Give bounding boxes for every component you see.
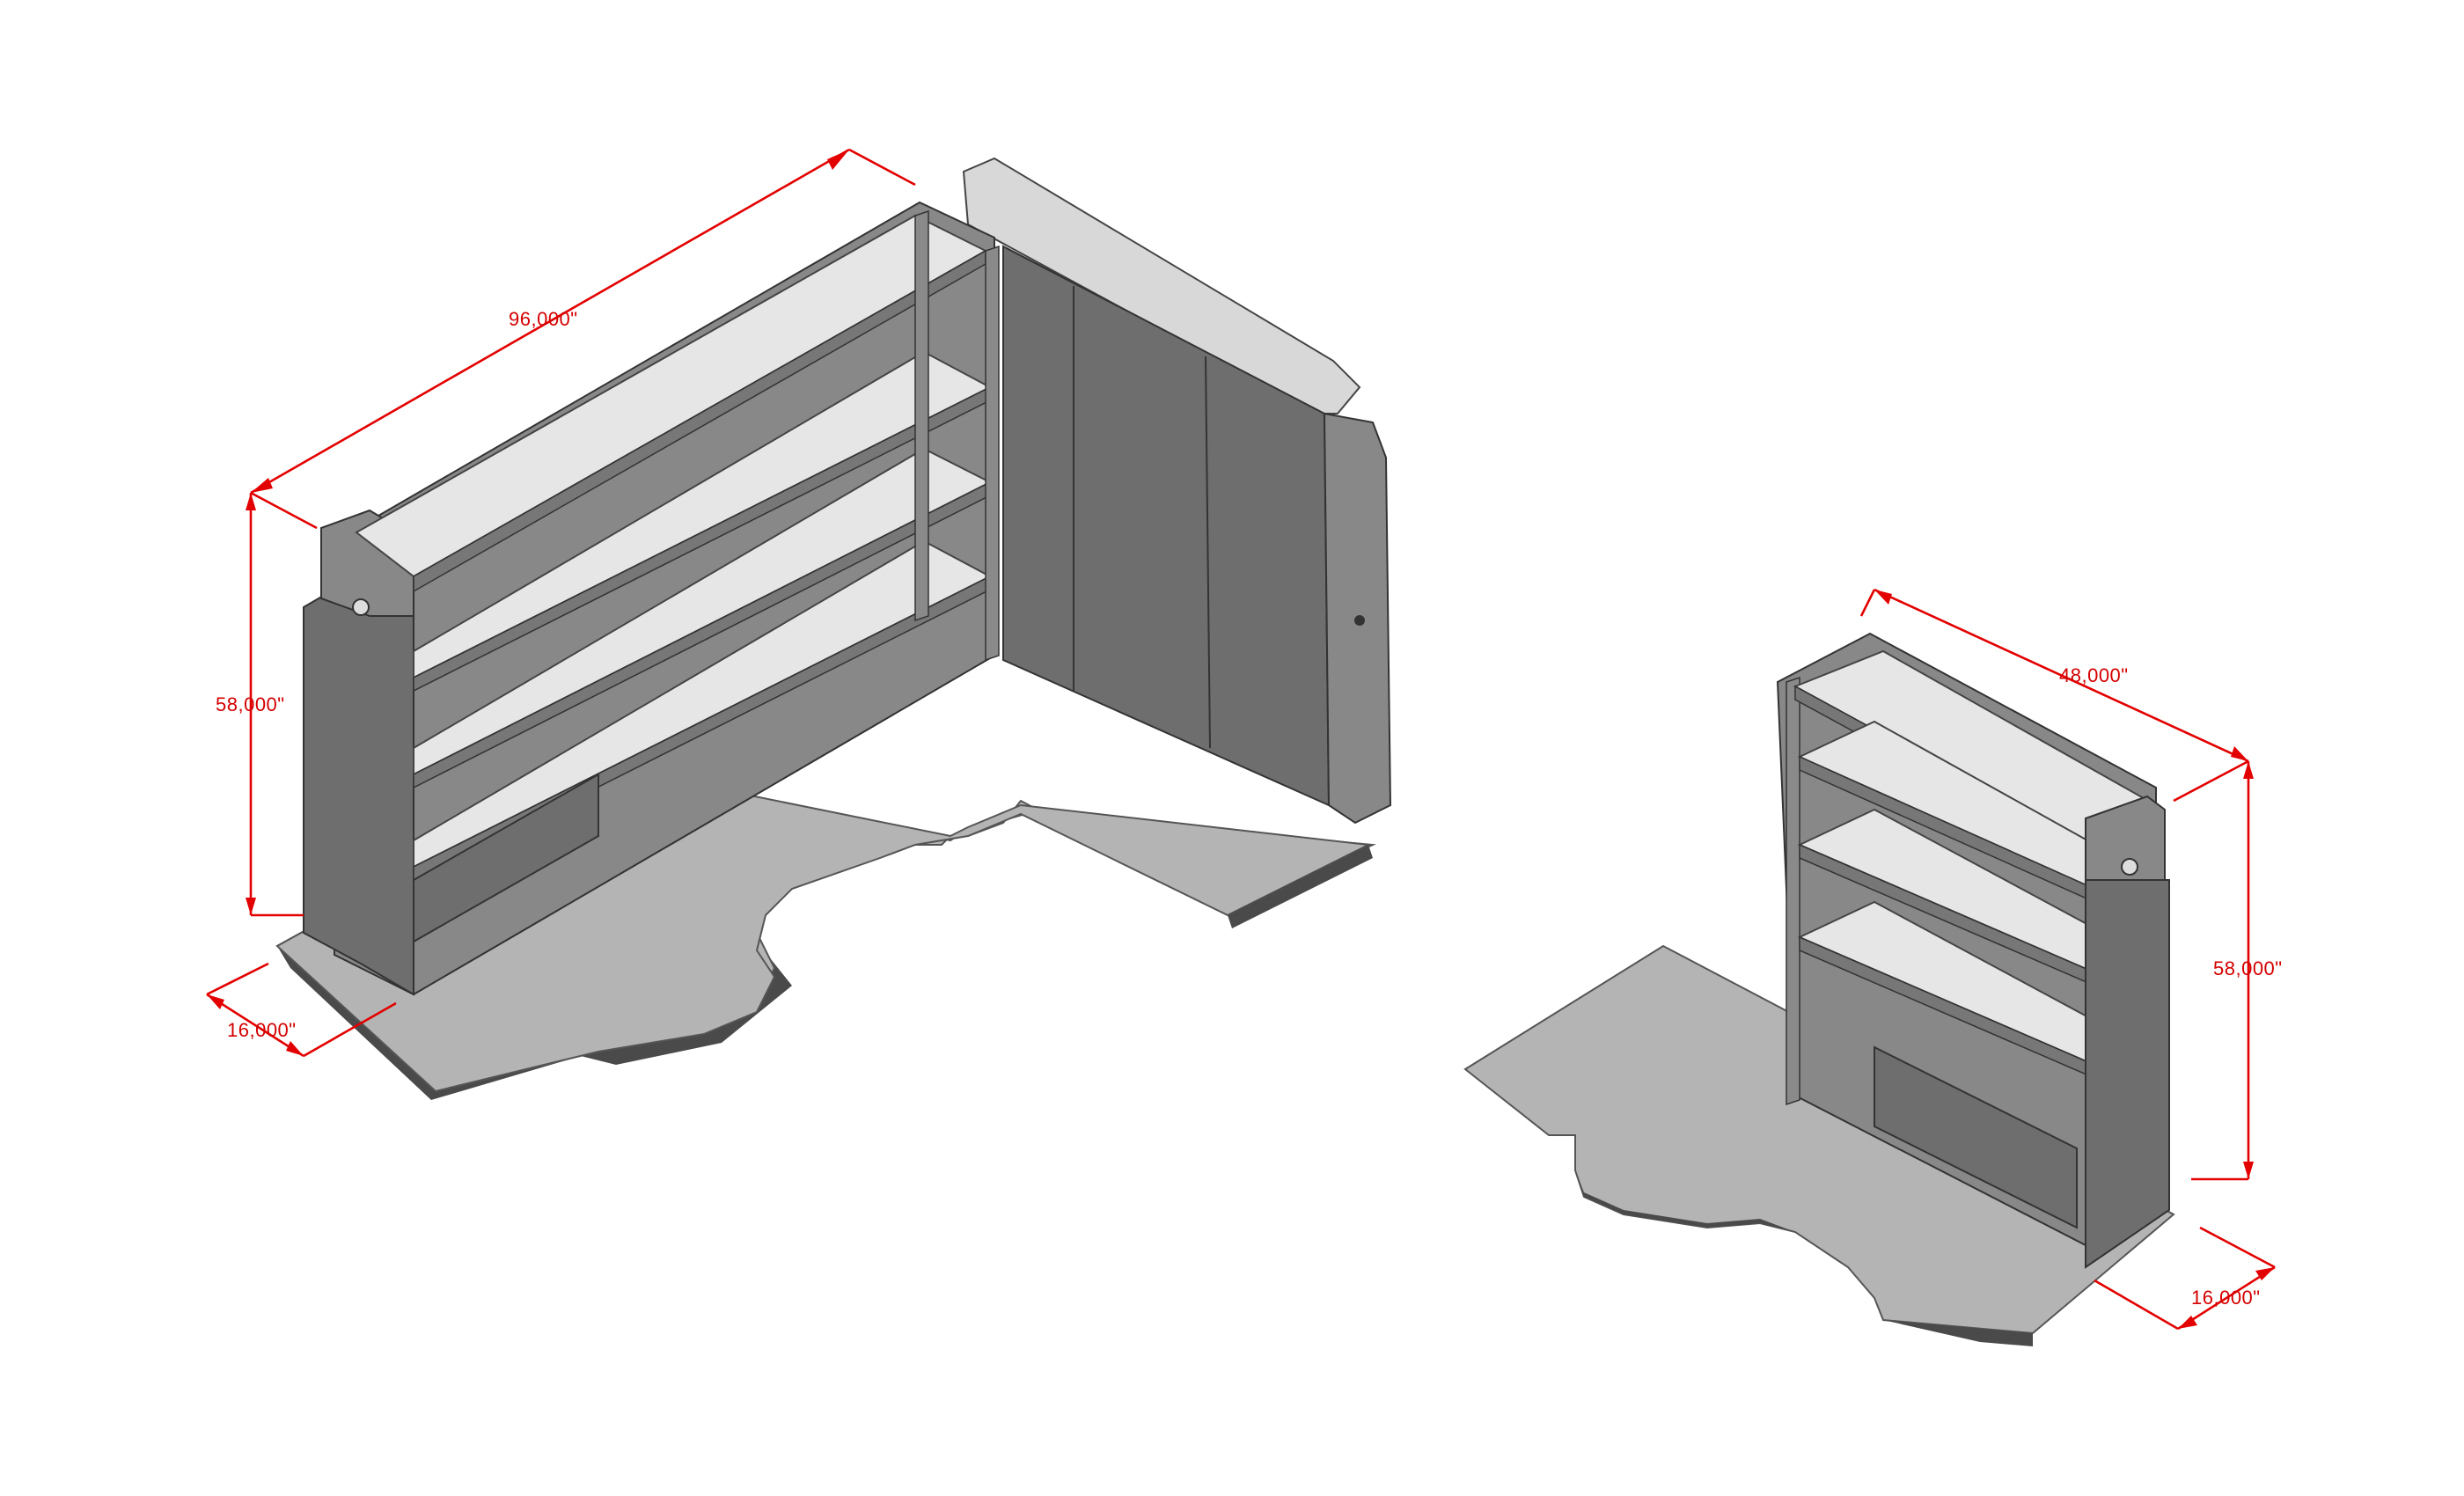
dim-left-length-label: 96,000" <box>509 308 578 330</box>
dim-left-depth: 16,000" <box>206 962 397 1058</box>
left-assembly <box>275 157 1392 1100</box>
dim-right-depth-label: 16,000" <box>2191 1287 2261 1309</box>
dim-right-height-label: 58,000" <box>2213 957 2283 979</box>
left-shelves <box>355 209 1000 943</box>
dim-right-length: 48,000" <box>1859 588 2249 803</box>
left-bottom-bin <box>413 773 599 943</box>
dim-left-length: 96,000" <box>250 148 916 530</box>
dim-right-height: 58,000" <box>2191 761 2283 1181</box>
left-bulkhead <box>962 157 1392 825</box>
right-bottom-bin <box>1874 1045 2078 1229</box>
dim-right-length-label: 48,000" <box>2059 664 2129 686</box>
dim-left-height: 58,000" <box>216 493 304 917</box>
dim-left-depth-label: 16,000" <box>227 1019 297 1041</box>
dim-left-height-label: 58,000" <box>216 693 285 715</box>
right-assembly <box>1463 632 2175 1346</box>
right-left-upright <box>1786 676 1800 1106</box>
dim-right-depth: 16,000" <box>2094 1226 2276 1331</box>
left-end-panel <box>303 509 414 996</box>
right-end-panel <box>2085 795 2170 1269</box>
dimensions: 96,000" 58,000" 16,000" 48,000" <box>206 148 2283 1331</box>
right-floor <box>1463 944 2175 1346</box>
right-shelves <box>1793 649 2159 1229</box>
